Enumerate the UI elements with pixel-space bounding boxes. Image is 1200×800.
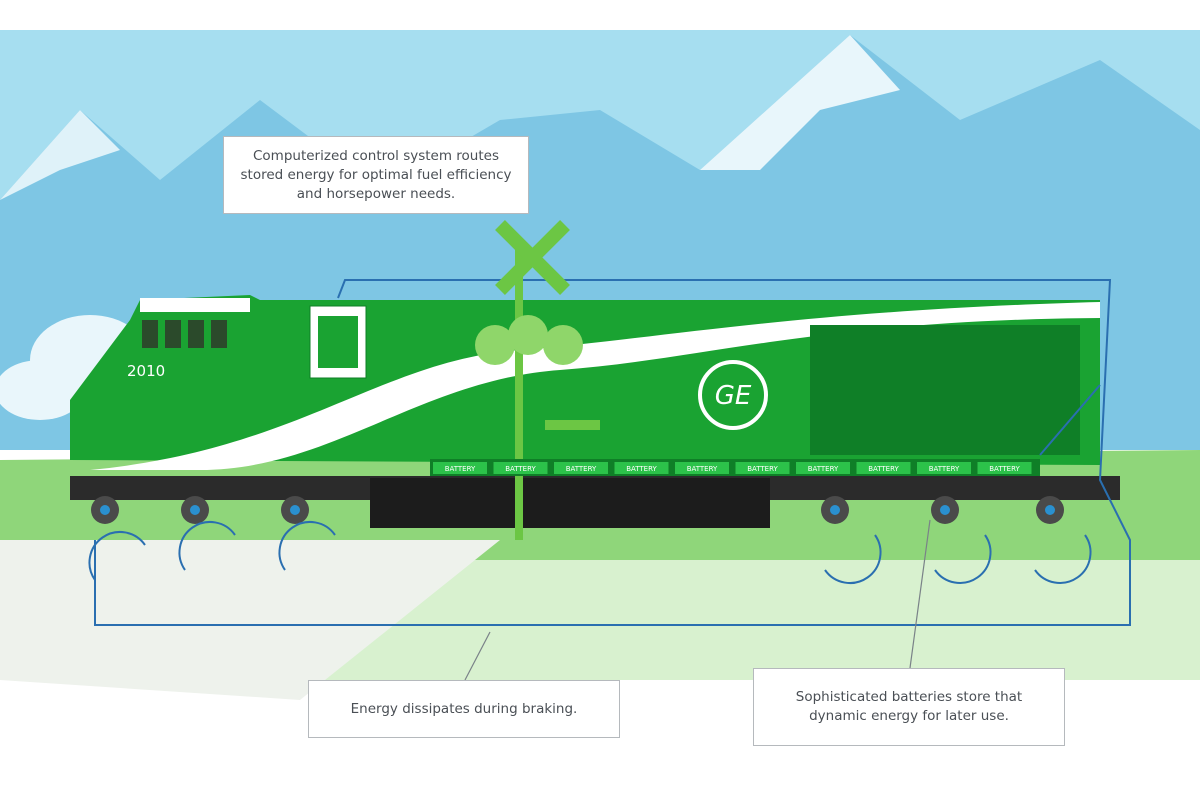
battery-cell	[614, 462, 669, 474]
battery-label: BATTERY	[687, 465, 718, 473]
battery-label: BATTERY	[566, 465, 597, 473]
battery-label: BATTERY	[868, 465, 899, 473]
battery-cell	[977, 462, 1032, 474]
battery-label: BATTERY	[989, 465, 1020, 473]
svg-text:GE: GE	[715, 381, 752, 411]
battery-label: BATTERY	[626, 465, 657, 473]
battery-cell	[917, 462, 971, 474]
snow-cap	[700, 35, 900, 170]
control-system-callout: Computerized control system routes store…	[223, 136, 529, 214]
callout-leaders	[464, 519, 931, 681]
battery-cell	[554, 462, 608, 474]
ge-logo	[698, 360, 768, 430]
batteries-callout: Sophisticated batteries store that dynam…	[753, 668, 1065, 746]
energy-flow-lines	[88, 279, 1131, 626]
battery-label: BATTERY	[445, 465, 476, 473]
battery-cell	[493, 462, 548, 474]
braking-callout: Energy dissipates during braking.	[308, 680, 620, 738]
battery-cell	[675, 462, 729, 474]
battery-label: BATTERY	[505, 465, 536, 473]
battery-label: BATTERY	[929, 465, 960, 473]
railway-signal	[475, 220, 600, 540]
battery-row: BATTERY BATTERY BATTERY BATTERY BATTERY BATTE…	[433, 462, 1032, 474]
battery-label: BATTERY	[747, 465, 778, 473]
road	[0, 540, 500, 700]
battery-cell	[735, 462, 790, 474]
battery-label: BATTERY	[808, 465, 839, 473]
battery-cell	[433, 462, 487, 474]
white-stripe	[90, 302, 1100, 470]
battery-cell	[796, 462, 850, 474]
battery-cell	[856, 462, 911, 474]
locomotive-number: 2010	[127, 362, 165, 380]
